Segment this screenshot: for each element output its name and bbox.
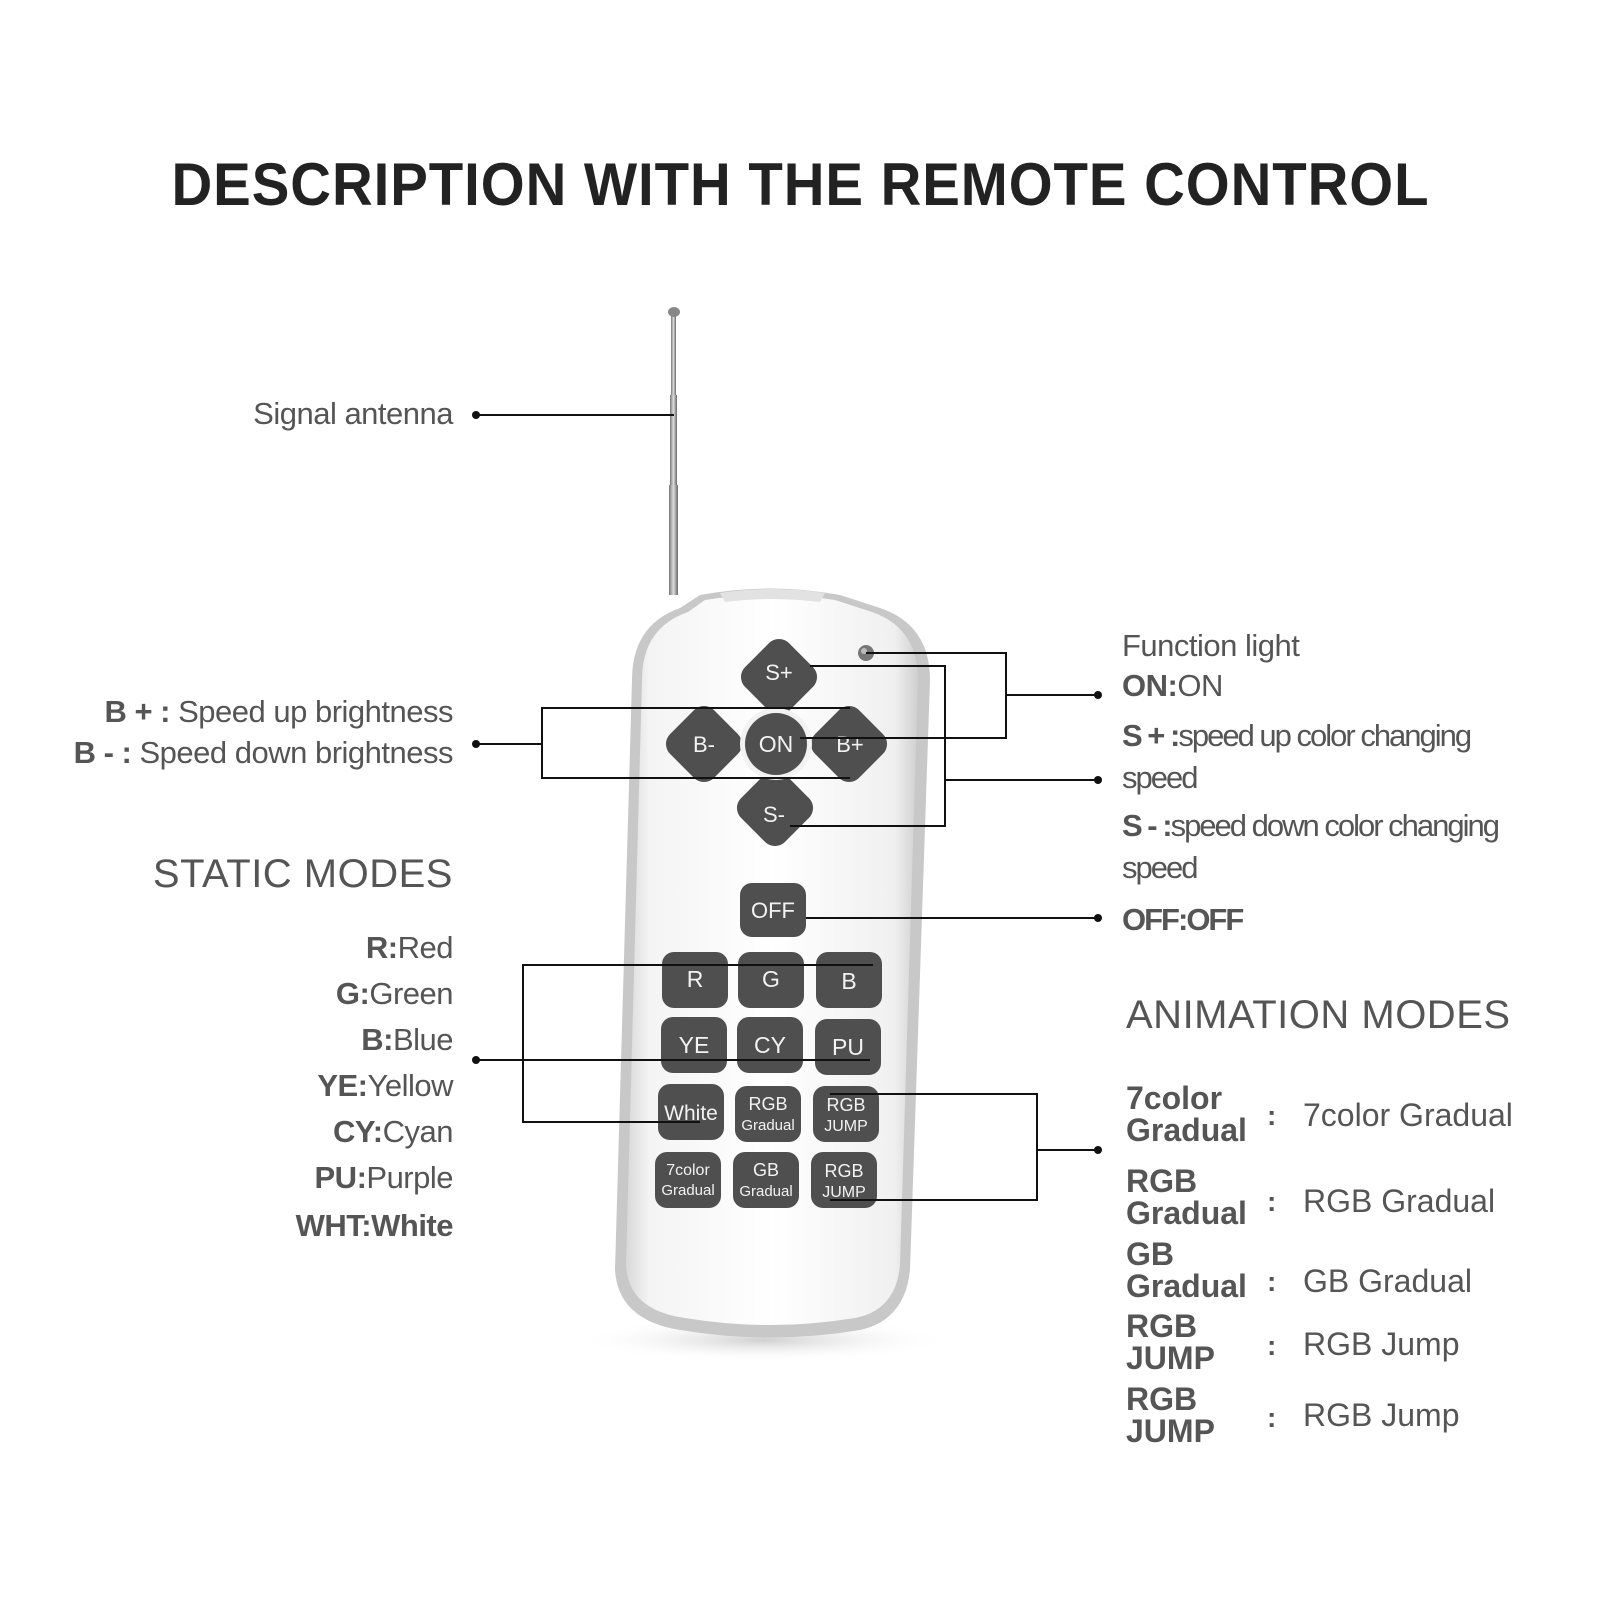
rgb-gradual-button[interactable]: RGB Gradual <box>735 1086 801 1142</box>
antenna-label: Signal antenna <box>253 396 453 431</box>
pu-button[interactable]: PU <box>815 1019 881 1075</box>
anim-mode-value: RGB Jump <box>1303 1326 1460 1362</box>
b-button[interactable]: B <box>816 952 882 1008</box>
svg-text:JUMP: JUMP <box>822 1184 866 1201</box>
static-mode-item: PU:Purple <box>314 1160 454 1195</box>
on-button[interactable]: ON <box>740 708 812 780</box>
b-plus-key: B + : <box>104 694 170 729</box>
r-button[interactable]: R <box>662 952 728 1008</box>
static-mode-item: YE:Yellow <box>317 1068 453 1103</box>
off-label: OFF:OFF <box>1122 902 1244 937</box>
svg-text:Gradual: Gradual <box>661 1182 714 1199</box>
svg-text:S-: S- <box>763 802 785 827</box>
s-minus-label-cont: speed <box>1122 850 1198 885</box>
static-modes-heading: STATIC MODES <box>152 852 453 896</box>
svg-text:Gradual: Gradual <box>741 1117 794 1134</box>
anim-mode-value: RGB Jump <box>1303 1397 1460 1433</box>
7color-gradual-button[interactable]: 7color Gradual <box>655 1152 721 1208</box>
g-button[interactable]: G <box>738 952 804 1008</box>
static-mode-item: WHT:White <box>295 1208 454 1243</box>
s-plus-button[interactable]: S+ <box>735 633 823 721</box>
svg-text:ON: ON <box>759 731 794 757</box>
anim-mode-colon: : <box>1267 1402 1277 1433</box>
s-minus-label: S - :speed down color changing <box>1122 808 1500 843</box>
b-minus-label: B - : Speed down brightness <box>73 735 454 771</box>
svg-text:YE: YE <box>679 1032 710 1058</box>
anim-mode-value: GB Gradual <box>1303 1263 1472 1299</box>
ye-button[interactable]: YE <box>661 1017 727 1073</box>
gb-gradual-button[interactable]: GB Gradual <box>733 1152 799 1208</box>
svg-text:7color: 7color <box>666 1162 710 1179</box>
svg-text:S+: S+ <box>765 660 793 685</box>
s-minus-button[interactable]: S- <box>731 764 819 852</box>
svg-text:G: G <box>762 966 780 992</box>
svg-text:PU: PU <box>832 1034 864 1060</box>
s-plus-label: S + :speed up color changing <box>1122 718 1472 753</box>
svg-text:RGB: RGB <box>826 1095 865 1115</box>
b-minus-desc: Speed down brightness <box>131 735 453 770</box>
svg-text:GB: GB <box>753 1160 779 1180</box>
svg-text:RGB: RGB <box>824 1161 863 1181</box>
antenna-icon <box>668 307 680 595</box>
static-mode-item: B:Blue <box>361 1022 453 1057</box>
anim-mode-colon: : <box>1267 1330 1277 1361</box>
svg-text:JUMP: JUMP <box>824 1118 868 1135</box>
b-plus-label: B + : Speed up brightness <box>104 694 453 730</box>
svg-text:OFF: OFF <box>751 898 795 923</box>
svg-text:B: B <box>841 968 856 994</box>
static-mode-item: CY:Cyan <box>333 1114 453 1149</box>
function-light-heading: Function light <box>1122 628 1300 663</box>
b-minus-key: B - : <box>73 735 132 770</box>
svg-text:RGB: RGB <box>748 1094 787 1114</box>
anim-mode-value: 7color Gradual <box>1303 1097 1513 1133</box>
static-mode-item: G:Green <box>335 976 454 1011</box>
svg-text:White: White <box>664 1102 718 1125</box>
svg-text:Gradual: Gradual <box>739 1183 792 1200</box>
leader-dots <box>472 411 1102 1154</box>
leader-lines <box>476 414 1098 1201</box>
anim-mode-colon: : <box>1267 1186 1277 1217</box>
white-button[interactable]: White <box>658 1084 724 1140</box>
b-minus-button[interactable]: B- <box>660 700 748 788</box>
cy-button[interactable]: CY <box>737 1017 803 1073</box>
on-label: ON:ON <box>1122 668 1223 703</box>
page-title: DESCRIPTION WITH THE REMOTE CONTROL <box>171 151 1430 218</box>
rgb-jump-2-button[interactable]: RGB JUMP <box>811 1152 877 1208</box>
svg-text:R: R <box>687 966 704 992</box>
static-mode-item: R:Red <box>365 930 454 965</box>
s-plus-label-cont: speed <box>1122 760 1198 795</box>
b-plus-button[interactable]: B+ <box>805 700 893 788</box>
anim-mode-colon: : <box>1267 1100 1277 1131</box>
anim-mode-colon: : <box>1267 1266 1277 1297</box>
b-plus-desc: Speed up brightness <box>170 694 453 729</box>
rgb-jump-button[interactable]: RGB JUMP <box>813 1086 879 1142</box>
off-button[interactable]: OFF <box>740 883 806 937</box>
anim-mode-value: RGB Gradual <box>1303 1183 1496 1219</box>
svg-text:CY: CY <box>754 1032 786 1058</box>
svg-text:B-: B- <box>693 732 715 757</box>
svg-text:B+: B+ <box>836 732 864 757</box>
animation-modes-heading: ANIMATION MODES <box>1126 993 1511 1037</box>
